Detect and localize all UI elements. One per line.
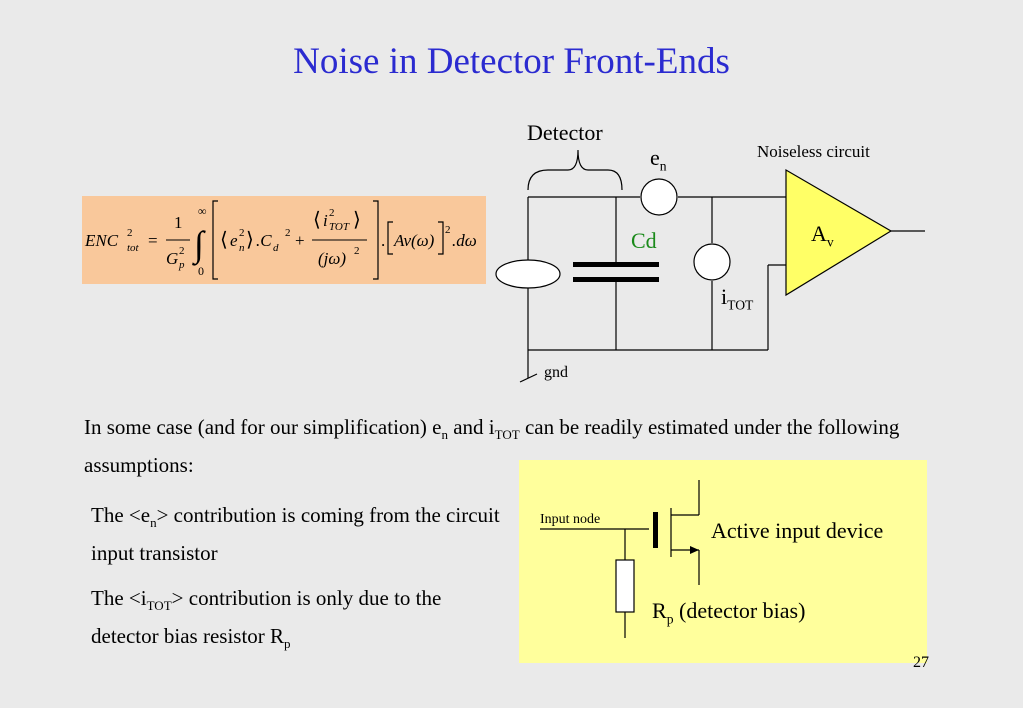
point1-text-1: The <e (91, 503, 151, 527)
left-angle-icon: ⟨ (220, 229, 228, 251)
point2-text-1: The <i (91, 586, 147, 610)
formula-plus: + (295, 231, 305, 250)
input-transistor-box: Input node Active input device Rp (detec… (519, 460, 927, 663)
formula-itot-sub: TOT (329, 221, 350, 233)
left-square-bracket-icon (387, 221, 393, 255)
slide-title: Noise in Detector Front-Ends (293, 41, 730, 82)
right-square-bracket-icon (438, 221, 444, 255)
formula-enc: ENC (84, 231, 119, 250)
enc-formula: ENC 2 tot = 1 G 2 p ∫ ∞ 0 ⟨ e 2 n ⟩ .C d… (84, 200, 477, 280)
en-label: en (650, 145, 667, 174)
right-bracket-icon (373, 200, 379, 280)
input-transistor-diagram (540, 480, 700, 638)
intro-text-1: In some case (and for our simplification… (84, 415, 442, 439)
gate-icon (653, 512, 658, 548)
point2-sub: TOT (146, 598, 172, 614)
detector-label: Detector (527, 120, 603, 145)
en-label-text: e (650, 145, 660, 170)
gnd-icon (519, 373, 538, 383)
formula-equals: = (148, 231, 158, 250)
formula-int-lower: 0 (198, 264, 204, 278)
voltage-noise-source-icon (640, 178, 678, 216)
resistor-icon (615, 559, 635, 613)
active-device-label: Active input device (711, 518, 884, 543)
detector-diode-icon (495, 259, 561, 289)
point1-sub: n (150, 515, 157, 531)
point1-text-2: > contribution is coming from the circui… (91, 503, 500, 566)
point2-text-2: > contribution is only due to the detect… (91, 586, 442, 649)
formula-en-sup: 2 (239, 227, 245, 239)
formula-cd: .C (256, 231, 272, 250)
av-label: Av (811, 221, 834, 250)
formula-frac-den-sub: p (178, 259, 185, 271)
intro-text-3: can be readily estimated under the follo… (84, 415, 900, 478)
en-label-sub: n (659, 158, 667, 174)
av-label-text: A (811, 221, 827, 246)
formula-en: e (230, 231, 238, 250)
current-noise-source-icon (693, 243, 731, 281)
input-node-label: Input node (540, 512, 601, 527)
itot-label-sub: TOT (727, 297, 754, 313)
capacitor-plate-bottom (573, 277, 659, 282)
rp-label-sub: p (666, 611, 674, 627)
assumption-en: The <en> contribution is coming from the… (91, 500, 511, 569)
intro-paragraph: In some case (and for our simplification… (84, 412, 924, 481)
formula-dot: . (381, 231, 385, 250)
left-bracket-icon (212, 200, 218, 280)
right-angle-icon: ⟩ (353, 209, 361, 231)
formula-frac-den-sup: 2 (179, 245, 185, 257)
formula-av-sup: 2 (445, 224, 451, 236)
formula-frac-num: 1 (174, 213, 183, 232)
itot-label: iTOT (721, 284, 753, 313)
intro-sub-2: TOT (494, 427, 520, 443)
formula-cd-sub: d (273, 242, 279, 254)
formula-itot-sup: 2 (329, 207, 335, 219)
av-label-sub: v (826, 234, 834, 250)
rp-label: Rp (detector bias) (652, 598, 805, 627)
formula-cd-sup: 2 (285, 227, 291, 239)
rp-label-text: R (652, 598, 667, 623)
integral-icon: ∫ (192, 224, 206, 266)
page-number: 27 (913, 654, 929, 671)
amplifier-icon (785, 168, 893, 297)
formula-jw-sup: 2 (354, 245, 360, 257)
noiseless-circuit-label: Noiseless circuit (757, 142, 870, 161)
detector-brace-icon (527, 149, 623, 191)
formula-box: ENC 2 tot = 1 G 2 p ∫ ∞ 0 ⟨ e 2 n ⟩ .C d… (82, 196, 486, 284)
cd-label: Cd (631, 228, 657, 253)
formula-av: Av(ω) (393, 231, 435, 250)
intro-text-2: and i (447, 415, 495, 439)
capacitor-plate-top (573, 262, 659, 267)
formula-enc-sup: 2 (127, 227, 133, 239)
formula-itot: i (323, 211, 328, 230)
intro-sub-1: n (441, 427, 448, 443)
assumption-itot: The <iTOT> contribution is only due to t… (91, 583, 511, 659)
point2-sub-2: p (284, 636, 291, 652)
itot-label-text: i (721, 284, 728, 309)
formula-enc-sub: tot (127, 242, 140, 254)
right-angle-icon: ⟩ (246, 229, 254, 251)
source-arrow-icon (690, 546, 699, 554)
formula-frac-den: G (166, 249, 178, 268)
formula-int-upper: ∞ (198, 204, 207, 218)
left-angle-icon: ⟨ (313, 209, 321, 231)
rp-label-desc: (detector bias) (673, 598, 806, 623)
formula-jw: (jω) (318, 249, 346, 268)
gnd-label: gnd (544, 364, 568, 381)
formula-dw: .dω (452, 231, 477, 250)
formula-en-sub: n (239, 242, 245, 254)
